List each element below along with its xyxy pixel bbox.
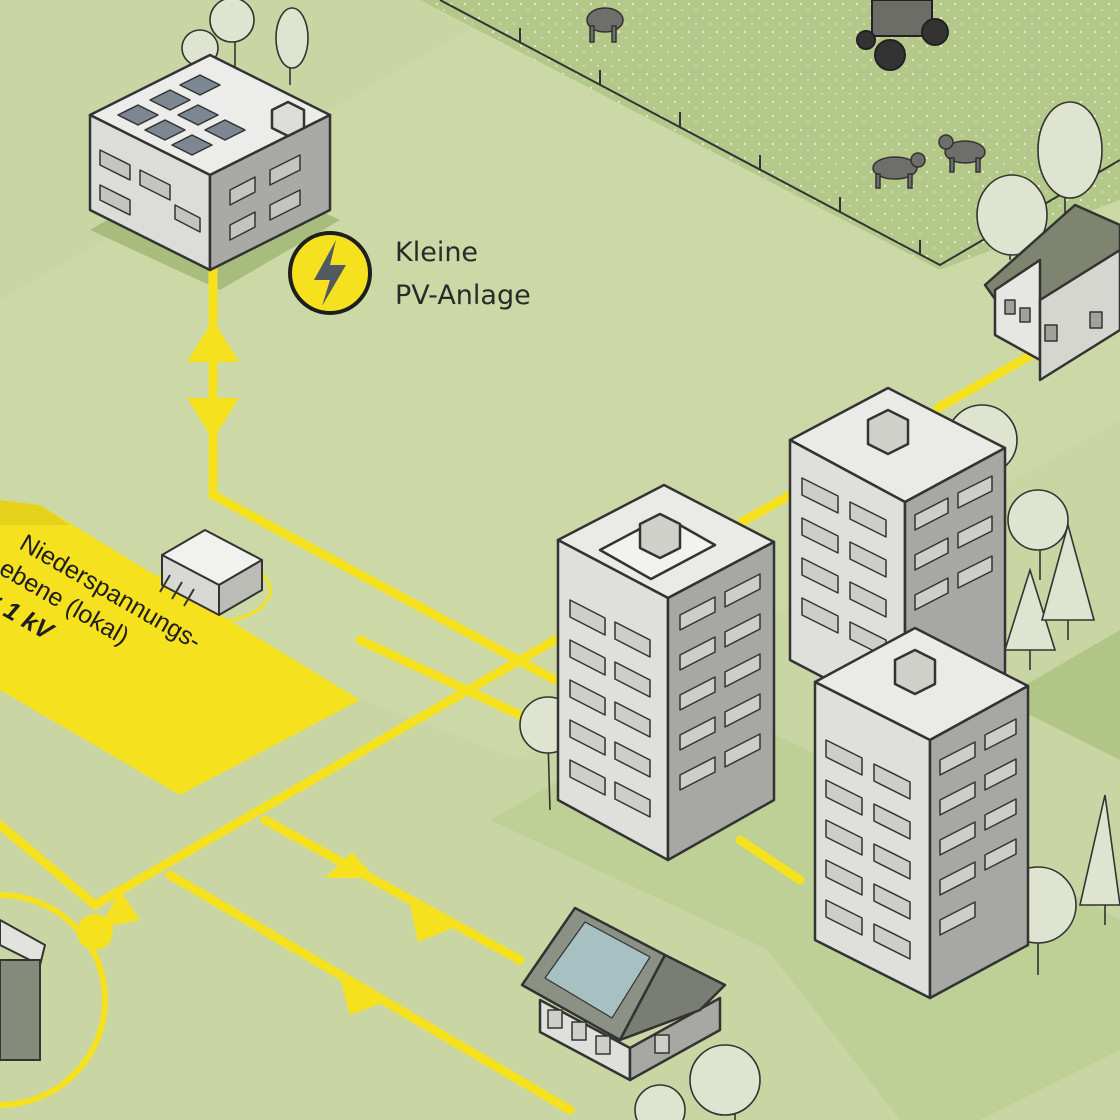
highlight-circle	[0, 892, 108, 1108]
tree-icon	[209, 0, 255, 70]
voltage-level-fold	[0, 500, 70, 525]
flow-arrows	[100, 320, 460, 1015]
office-building-pv	[88, 53, 332, 272]
apartment-tower	[556, 483, 776, 862]
house-windows	[547, 1009, 670, 1055]
farm-windows	[1004, 299, 1103, 342]
tractor-icon	[856, 0, 949, 71]
house-solar-panels	[544, 921, 651, 1019]
voltage-level-area	[0, 500, 360, 795]
apartment-tower	[813, 626, 1030, 1000]
pasture-dots	[420, 0, 1120, 270]
office-windows	[99, 149, 301, 241]
tree-icon	[1003, 567, 1057, 670]
house-pv	[520, 906, 727, 1082]
fence-posts	[519, 28, 1081, 255]
tree-icon	[1078, 794, 1120, 925]
cow-icon	[938, 134, 986, 173]
tower-windows	[801, 475, 993, 658]
cow-icon	[586, 7, 624, 43]
tree-icon	[634, 1084, 686, 1120]
transformer-box	[152, 529, 272, 624]
cow-icon	[872, 152, 926, 189]
solar-panels	[117, 74, 246, 156]
tree-icon	[689, 1044, 761, 1120]
connection-node	[77, 914, 113, 950]
tower-windows	[825, 718, 1017, 960]
partial-building	[0, 918, 47, 1061]
tower-windows	[569, 573, 761, 818]
farm-house	[983, 203, 1120, 382]
tree-icon	[976, 174, 1048, 260]
lightning-bolt-icon	[288, 231, 372, 315]
pv-label-line2: PV-Anlage	[395, 280, 531, 311]
tree-icon	[1040, 521, 1096, 640]
pv-label-line1: Kleine	[395, 237, 478, 268]
tree-icon	[275, 7, 309, 85]
ground-plate	[1000, 630, 1120, 760]
tree-icon	[1007, 489, 1069, 580]
tree-icon	[1037, 101, 1103, 215]
